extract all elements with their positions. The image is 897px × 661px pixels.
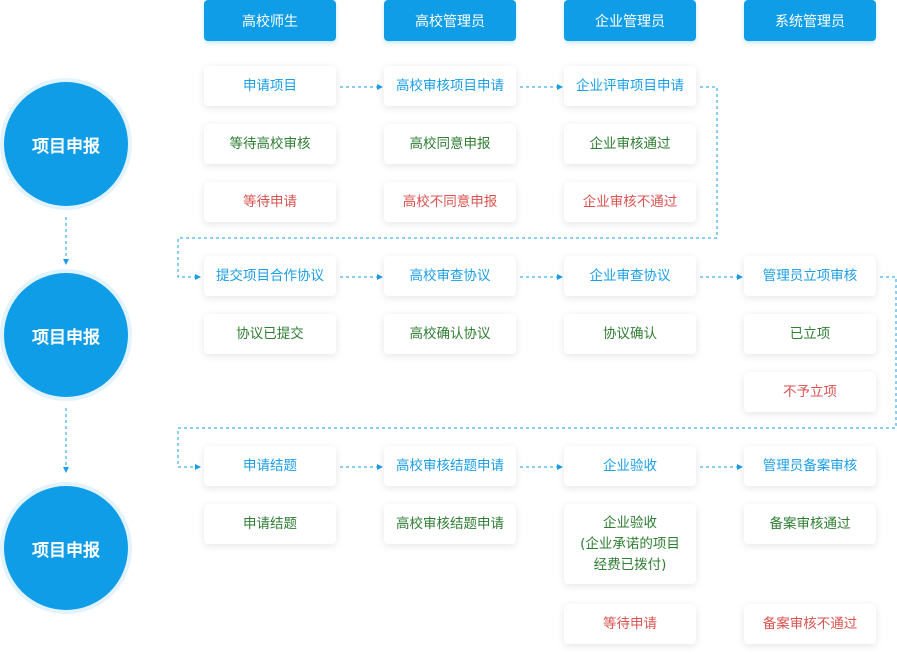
flow-status-card: 等待申请 — [564, 604, 696, 644]
flow-step-card: 企业评审项目申请 — [564, 66, 696, 106]
role-header: 高校师生 — [204, 0, 336, 41]
flow-status-card: 备案审核不通过 — [744, 604, 876, 644]
flow-status-card: 等待高校审核 — [204, 124, 336, 164]
wrap-connector — [177, 276, 897, 470]
flow-status-card: 等待申请 — [204, 182, 336, 222]
flow-status-card: 高校同意申报 — [384, 124, 516, 164]
flow-status-card: 企业审核不通过 — [564, 182, 696, 222]
flow-status-card: 协议确认 — [564, 314, 696, 354]
stage-circle: 项目申报 — [4, 82, 128, 206]
wrap-connector — [177, 86, 718, 280]
flow-status-card: 协议已提交 — [204, 314, 336, 354]
flow-step-card: 管理员备案审核 — [744, 446, 876, 486]
flow-status-card: 申请结题 — [204, 504, 336, 544]
flow-step-card: 高校审核项目申请 — [384, 66, 516, 106]
flow-step-card: 提交项目合作协议 — [204, 256, 336, 296]
flow-status-card: 高校确认协议 — [384, 314, 516, 354]
role-header: 高校管理员 — [384, 0, 516, 41]
role-header: 系统管理员 — [744, 0, 876, 41]
flow-step-card: 企业审查协议 — [564, 256, 696, 296]
flow-step-card: 企业验收 — [564, 446, 696, 486]
flow-step-card: 申请结题 — [204, 446, 336, 486]
flow-step-card: 高校审查协议 — [384, 256, 516, 296]
flow-status-card: 备案审核通过 — [744, 504, 876, 544]
flow-step-card: 高校审核结题申请 — [384, 446, 516, 486]
flow-step-card: 管理员立项审核 — [744, 256, 876, 296]
flow-status-card: 企业验收 (企业承诺的项目 经费已拨付) — [564, 504, 696, 584]
flow-step-card: 申请项目 — [204, 66, 336, 106]
flow-status-card: 已立项 — [744, 314, 876, 354]
flow-status-card: 企业审核通过 — [564, 124, 696, 164]
flow-status-card: 高校审核结题申请 — [384, 504, 516, 544]
flow-status-card: 不予立项 — [744, 372, 876, 412]
stage-circle: 项目申报 — [4, 273, 128, 397]
role-header: 企业管理员 — [564, 0, 696, 41]
stage-circle: 项目申报 — [4, 486, 128, 610]
flow-status-card: 高校不同意申报 — [384, 182, 516, 222]
